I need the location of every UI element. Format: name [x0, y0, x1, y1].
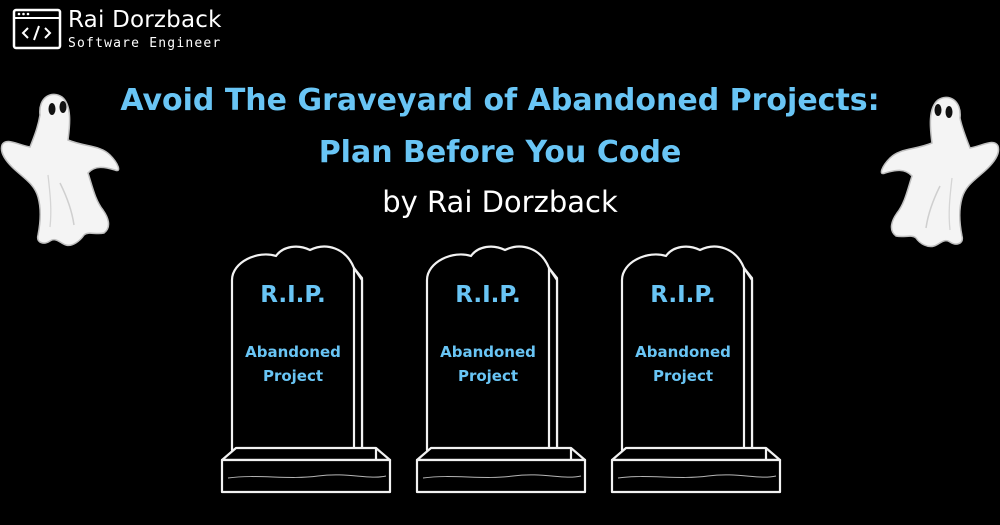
title-line-1: Avoid The Graveyard of Abandoned Project… [120, 83, 880, 118]
tombstone-3-rip: R.I.P. [650, 282, 716, 308]
tombstone-2: R.I.P. Abandoned Project [413, 240, 588, 502]
tombstone-3-text: Abandoned Project [635, 343, 731, 385]
ghost-right-icon [880, 96, 1000, 248]
tombstone-outline-icon [415, 245, 587, 494]
byline: by Rai Dorzback [382, 185, 618, 219]
ghost-left-icon [0, 93, 120, 247]
title-line-2: Plan Before You Code [318, 135, 682, 170]
tombstone-3: R.I.P. Abandoned Project [608, 240, 783, 502]
brand-name: Rai Dorzback [68, 6, 222, 33]
tombstone-2-text: Abandoned Project [440, 343, 536, 385]
tombstone-1-text: Abandoned Project [245, 343, 341, 385]
brand-logo: Rai Dorzback Software Engineer [12, 8, 222, 50]
code-window-icon [12, 8, 62, 50]
brand-role: Software Engineer [68, 35, 222, 51]
tombstone-outline-icon [220, 245, 392, 494]
tombstone-1-rip: R.I.P. [260, 282, 326, 308]
tombstone-2-rip: R.I.P. [455, 282, 521, 308]
tombstone-1: R.I.P. Abandoned Project [218, 240, 393, 502]
tombstone-outline-icon [610, 245, 782, 494]
